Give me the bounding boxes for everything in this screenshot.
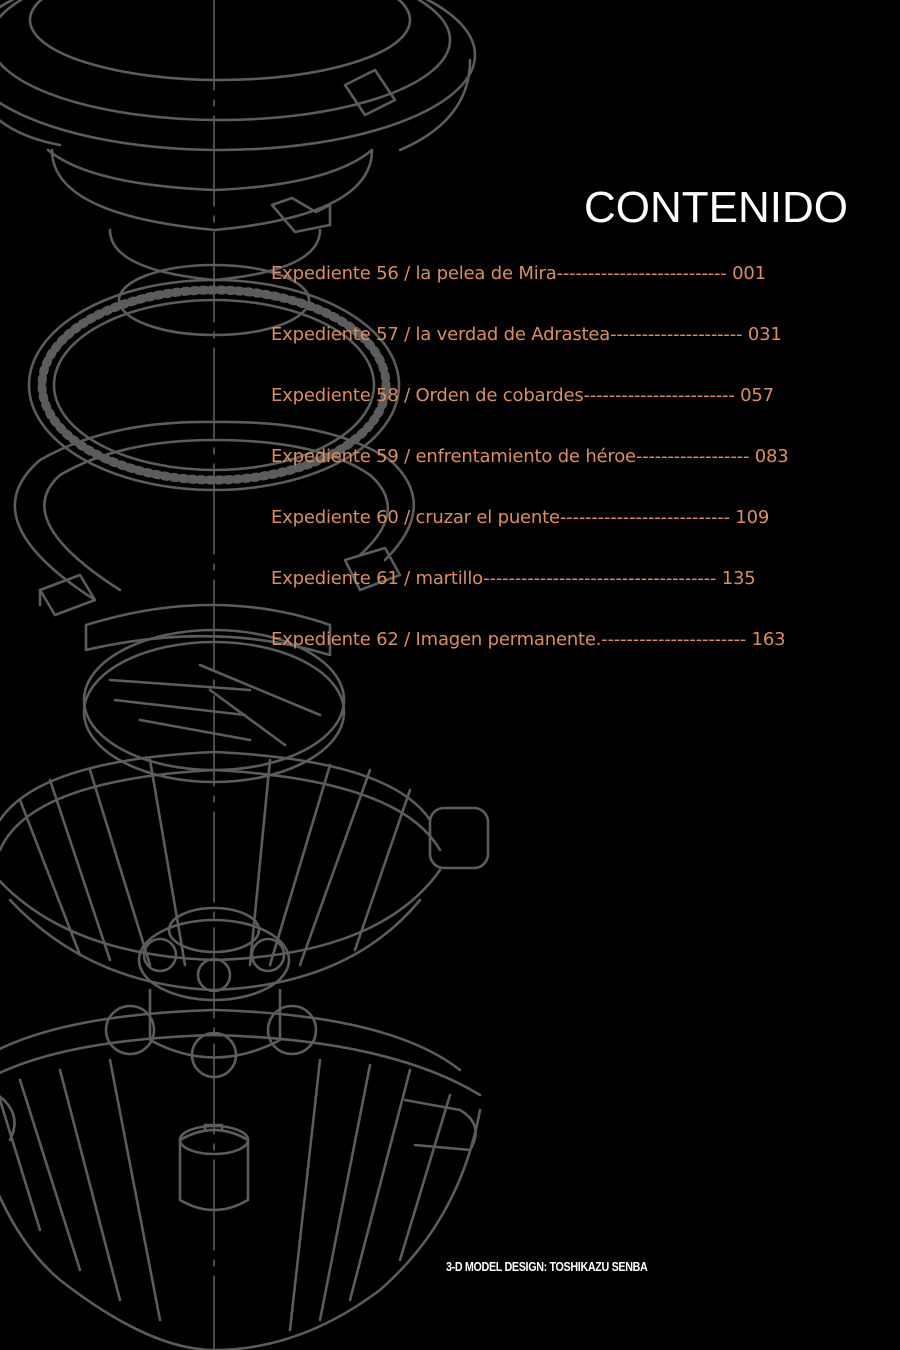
page-number: 109: [735, 507, 770, 528]
page-number: 031: [747, 324, 782, 345]
toc-entry[interactable]: Expediente 59 / enfrentamiento de héroe-…: [271, 443, 789, 504]
model-design-credit: 3-D MODEL DESIGN: TOSHIKAZU SENBA: [446, 1260, 648, 1274]
chapter-title: Expediente 57 / la verdad de Adrastea: [271, 324, 611, 345]
chapter-title: Expediente 56 / la pelea de Mira: [271, 263, 557, 284]
page-number: 083: [754, 446, 789, 467]
chapter-title: Expediente 62 / Imagen permanente.: [271, 629, 602, 650]
toc-entry[interactable]: Expediente 61 / martillo----------------…: [271, 565, 789, 626]
dot-leader: ---------------------: [610, 324, 743, 345]
toc-entry[interactable]: Expediente 62 / Imagen permanente.------…: [271, 626, 789, 687]
dot-leader: -----------------------: [601, 629, 747, 650]
chapter-title: Expediente 60 / cruzar el puente: [271, 507, 560, 528]
dot-leader: ------------------: [635, 446, 750, 467]
toc-entry[interactable]: Expediente 56 / la pelea de Mira--------…: [271, 260, 789, 321]
chapter-title: Expediente 58 / Orden de cobardes: [271, 385, 584, 406]
toc-entry[interactable]: Expediente 57 / la verdad de Adrastea---…: [271, 321, 789, 382]
chapter-title: Expediente 59 / enfrentamiento de héroe: [271, 446, 636, 467]
chapter-title: Expediente 61 / martillo: [271, 568, 484, 589]
page-number: 057: [740, 385, 774, 406]
page-number: 001: [732, 263, 766, 284]
dot-leader: -------------------------------------: [483, 568, 717, 589]
page-title: CONTENIDO: [584, 183, 848, 232]
dot-leader: ------------------------: [583, 385, 735, 406]
dot-leader: ---------------------------: [556, 263, 727, 284]
dot-leader: ---------------------------: [559, 507, 730, 528]
toc-entry[interactable]: Expediente 58 / Orden de cobardes-------…: [271, 382, 789, 443]
toc-entry[interactable]: Expediente 60 / cruzar el puente--------…: [271, 504, 789, 565]
page-number: 163: [751, 629, 786, 650]
page-number: 135: [721, 568, 756, 589]
table-of-contents: Expediente 56 / la pelea de Mira--------…: [271, 260, 789, 687]
